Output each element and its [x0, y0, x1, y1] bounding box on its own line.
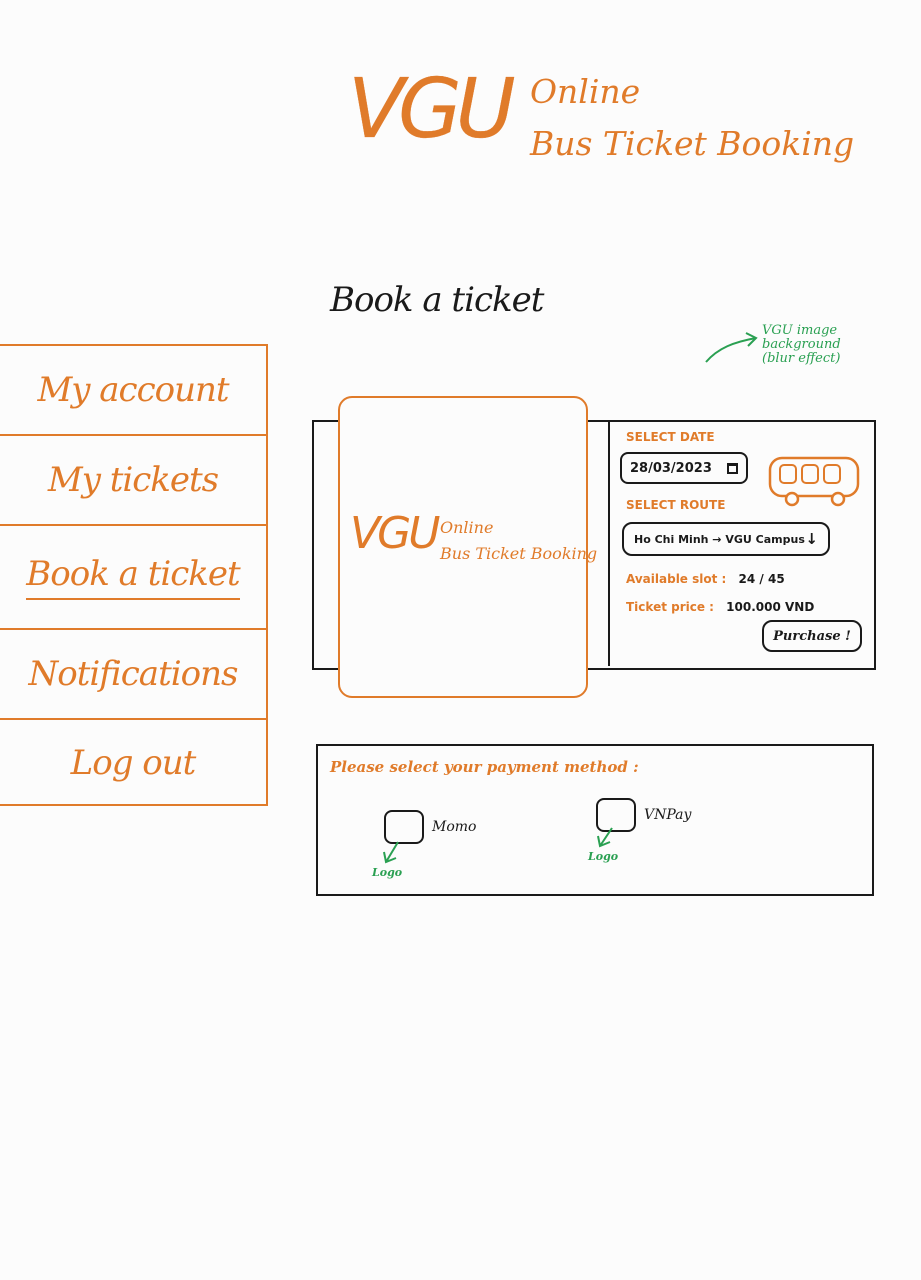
- sidebar-item-my-account[interactable]: My account: [0, 346, 266, 436]
- calendar-icon[interactable]: [727, 462, 738, 474]
- chevron-down-icon[interactable]: ↓: [805, 530, 818, 548]
- logo-line-title: Bus Ticket Booking: [530, 124, 855, 163]
- sidebar-item-label: My account: [37, 370, 229, 410]
- purchase-button[interactable]: Purchase !: [762, 620, 862, 652]
- sidebar-item-label: My tickets: [47, 460, 219, 500]
- date-label: SELECT DATE: [626, 430, 715, 444]
- payment-option-momo[interactable]: Momo: [384, 810, 476, 844]
- design-annotation: VGU image background (blur effect): [700, 322, 860, 382]
- sidebar-item-my-tickets[interactable]: My tickets: [0, 436, 266, 526]
- vnpay-label: VNPay: [644, 807, 692, 823]
- ticket-price-label: Ticket price :: [626, 600, 714, 614]
- ticket-price-value: 100.000 VND: [726, 600, 815, 614]
- logo-vgu: VGU: [348, 62, 516, 157]
- sidebar-item-notifications[interactable]: Notifications: [0, 630, 266, 720]
- payment-option-vnpay[interactable]: VNPay: [596, 798, 691, 832]
- logo-note-arrow-icon: [383, 841, 399, 864]
- annotation-text: VGU image background (blur effect): [762, 323, 841, 366]
- momo-logo-note: Logo: [372, 866, 403, 879]
- card-logo-vgu: VGU: [350, 508, 440, 559]
- momo-label: Momo: [432, 819, 477, 835]
- card-logo-line-online: Online: [440, 518, 494, 537]
- sidebar-item-label: Notifications: [28, 654, 239, 694]
- sidebar-item-book-ticket[interactable]: Book a ticket: [0, 526, 266, 630]
- date-picker[interactable]: 28/03/2023: [620, 452, 748, 484]
- logo-line-online: Online: [530, 72, 641, 111]
- vnpay-logo-note: Logo: [588, 850, 619, 863]
- payment-panel: Please select your payment method : Momo…: [316, 744, 874, 896]
- bus-icon: [768, 456, 860, 507]
- payment-title: Please select your payment method :: [330, 758, 639, 776]
- card-logo-line-title: Bus Ticket Booking: [440, 544, 598, 563]
- app-logo: VGU Online Bus Ticket Booking: [340, 62, 854, 182]
- sidebar-nav: My account My tickets Book a ticket Noti…: [0, 344, 268, 806]
- logo-note-arrow-icon: [597, 827, 613, 848]
- sidebar-item-label: Log out: [70, 743, 197, 783]
- available-slot-label: Available slot :: [626, 572, 727, 586]
- available-slot-row: Available slot : 24 / 45: [626, 572, 785, 586]
- route-select[interactable]: Ho Chi Minh → VGU Campus ↓: [622, 522, 830, 556]
- route-value: Ho Chi Minh → VGU Campus: [634, 532, 805, 546]
- vnpay-checkbox[interactable]: [596, 798, 636, 832]
- booking-form: SELECT DATE 28/03/2023 SELECT ROUTE Ho C…: [608, 422, 874, 666]
- annotation-arrow-icon: [705, 332, 758, 363]
- ticket-price-row: Ticket price : 100.000 VND: [626, 600, 814, 614]
- available-slot-value: 24 / 45: [738, 572, 785, 586]
- sidebar-item-log-out[interactable]: Log out: [0, 720, 266, 806]
- momo-checkbox[interactable]: [384, 810, 424, 844]
- booking-panel: [312, 420, 876, 670]
- vgu-image-card: VGU Online Bus Ticket Booking: [338, 396, 597, 698]
- page-title: Book a ticket: [330, 280, 544, 320]
- sidebar-item-label: Book a ticket: [26, 554, 241, 600]
- date-value: 28/03/2023: [630, 460, 712, 476]
- route-label: SELECT ROUTE: [626, 498, 726, 512]
